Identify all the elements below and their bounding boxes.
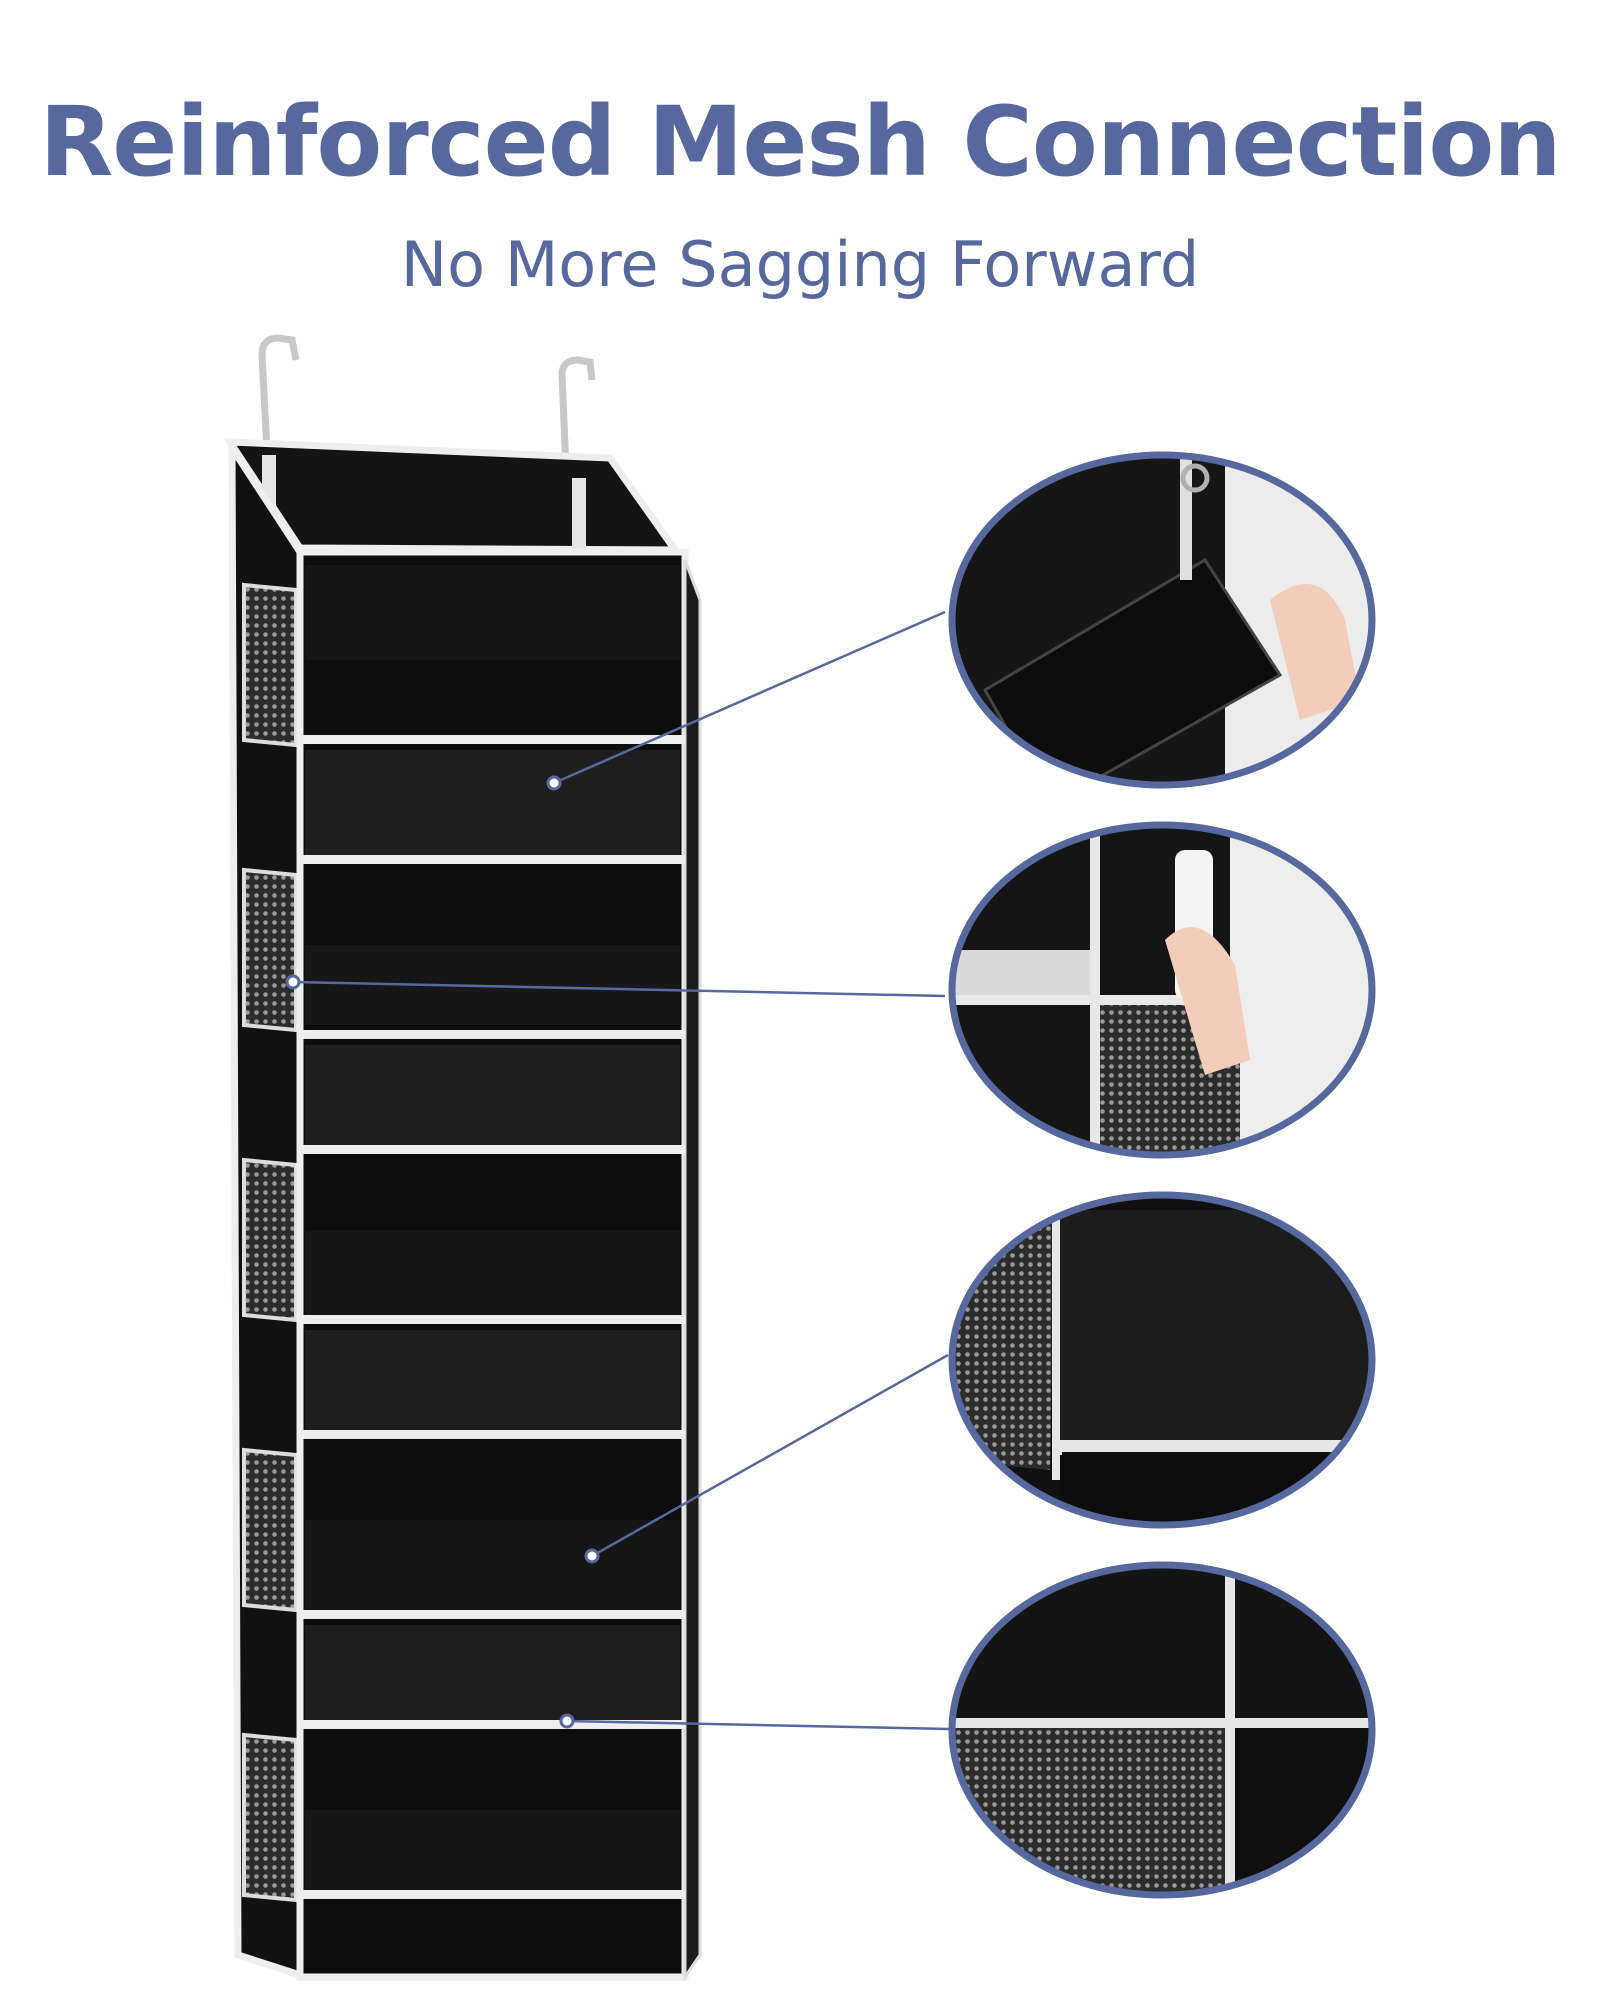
detail-side-bottle xyxy=(948,821,1376,1159)
shelf-trims xyxy=(300,565,685,1899)
door-organizer xyxy=(223,436,702,1982)
callout-dot-icon xyxy=(285,775,600,1729)
detail-mesh-corner xyxy=(948,1191,1376,1529)
door-hook-icon xyxy=(258,334,596,471)
callout-lines xyxy=(292,610,951,1731)
detail-hanging-strap xyxy=(948,451,1376,789)
page-subtitle: No More Sagging Forward xyxy=(400,228,1200,301)
page-title: Reinforced Mesh Connection xyxy=(39,86,1561,198)
detail-mesh-seam xyxy=(948,1561,1376,1899)
